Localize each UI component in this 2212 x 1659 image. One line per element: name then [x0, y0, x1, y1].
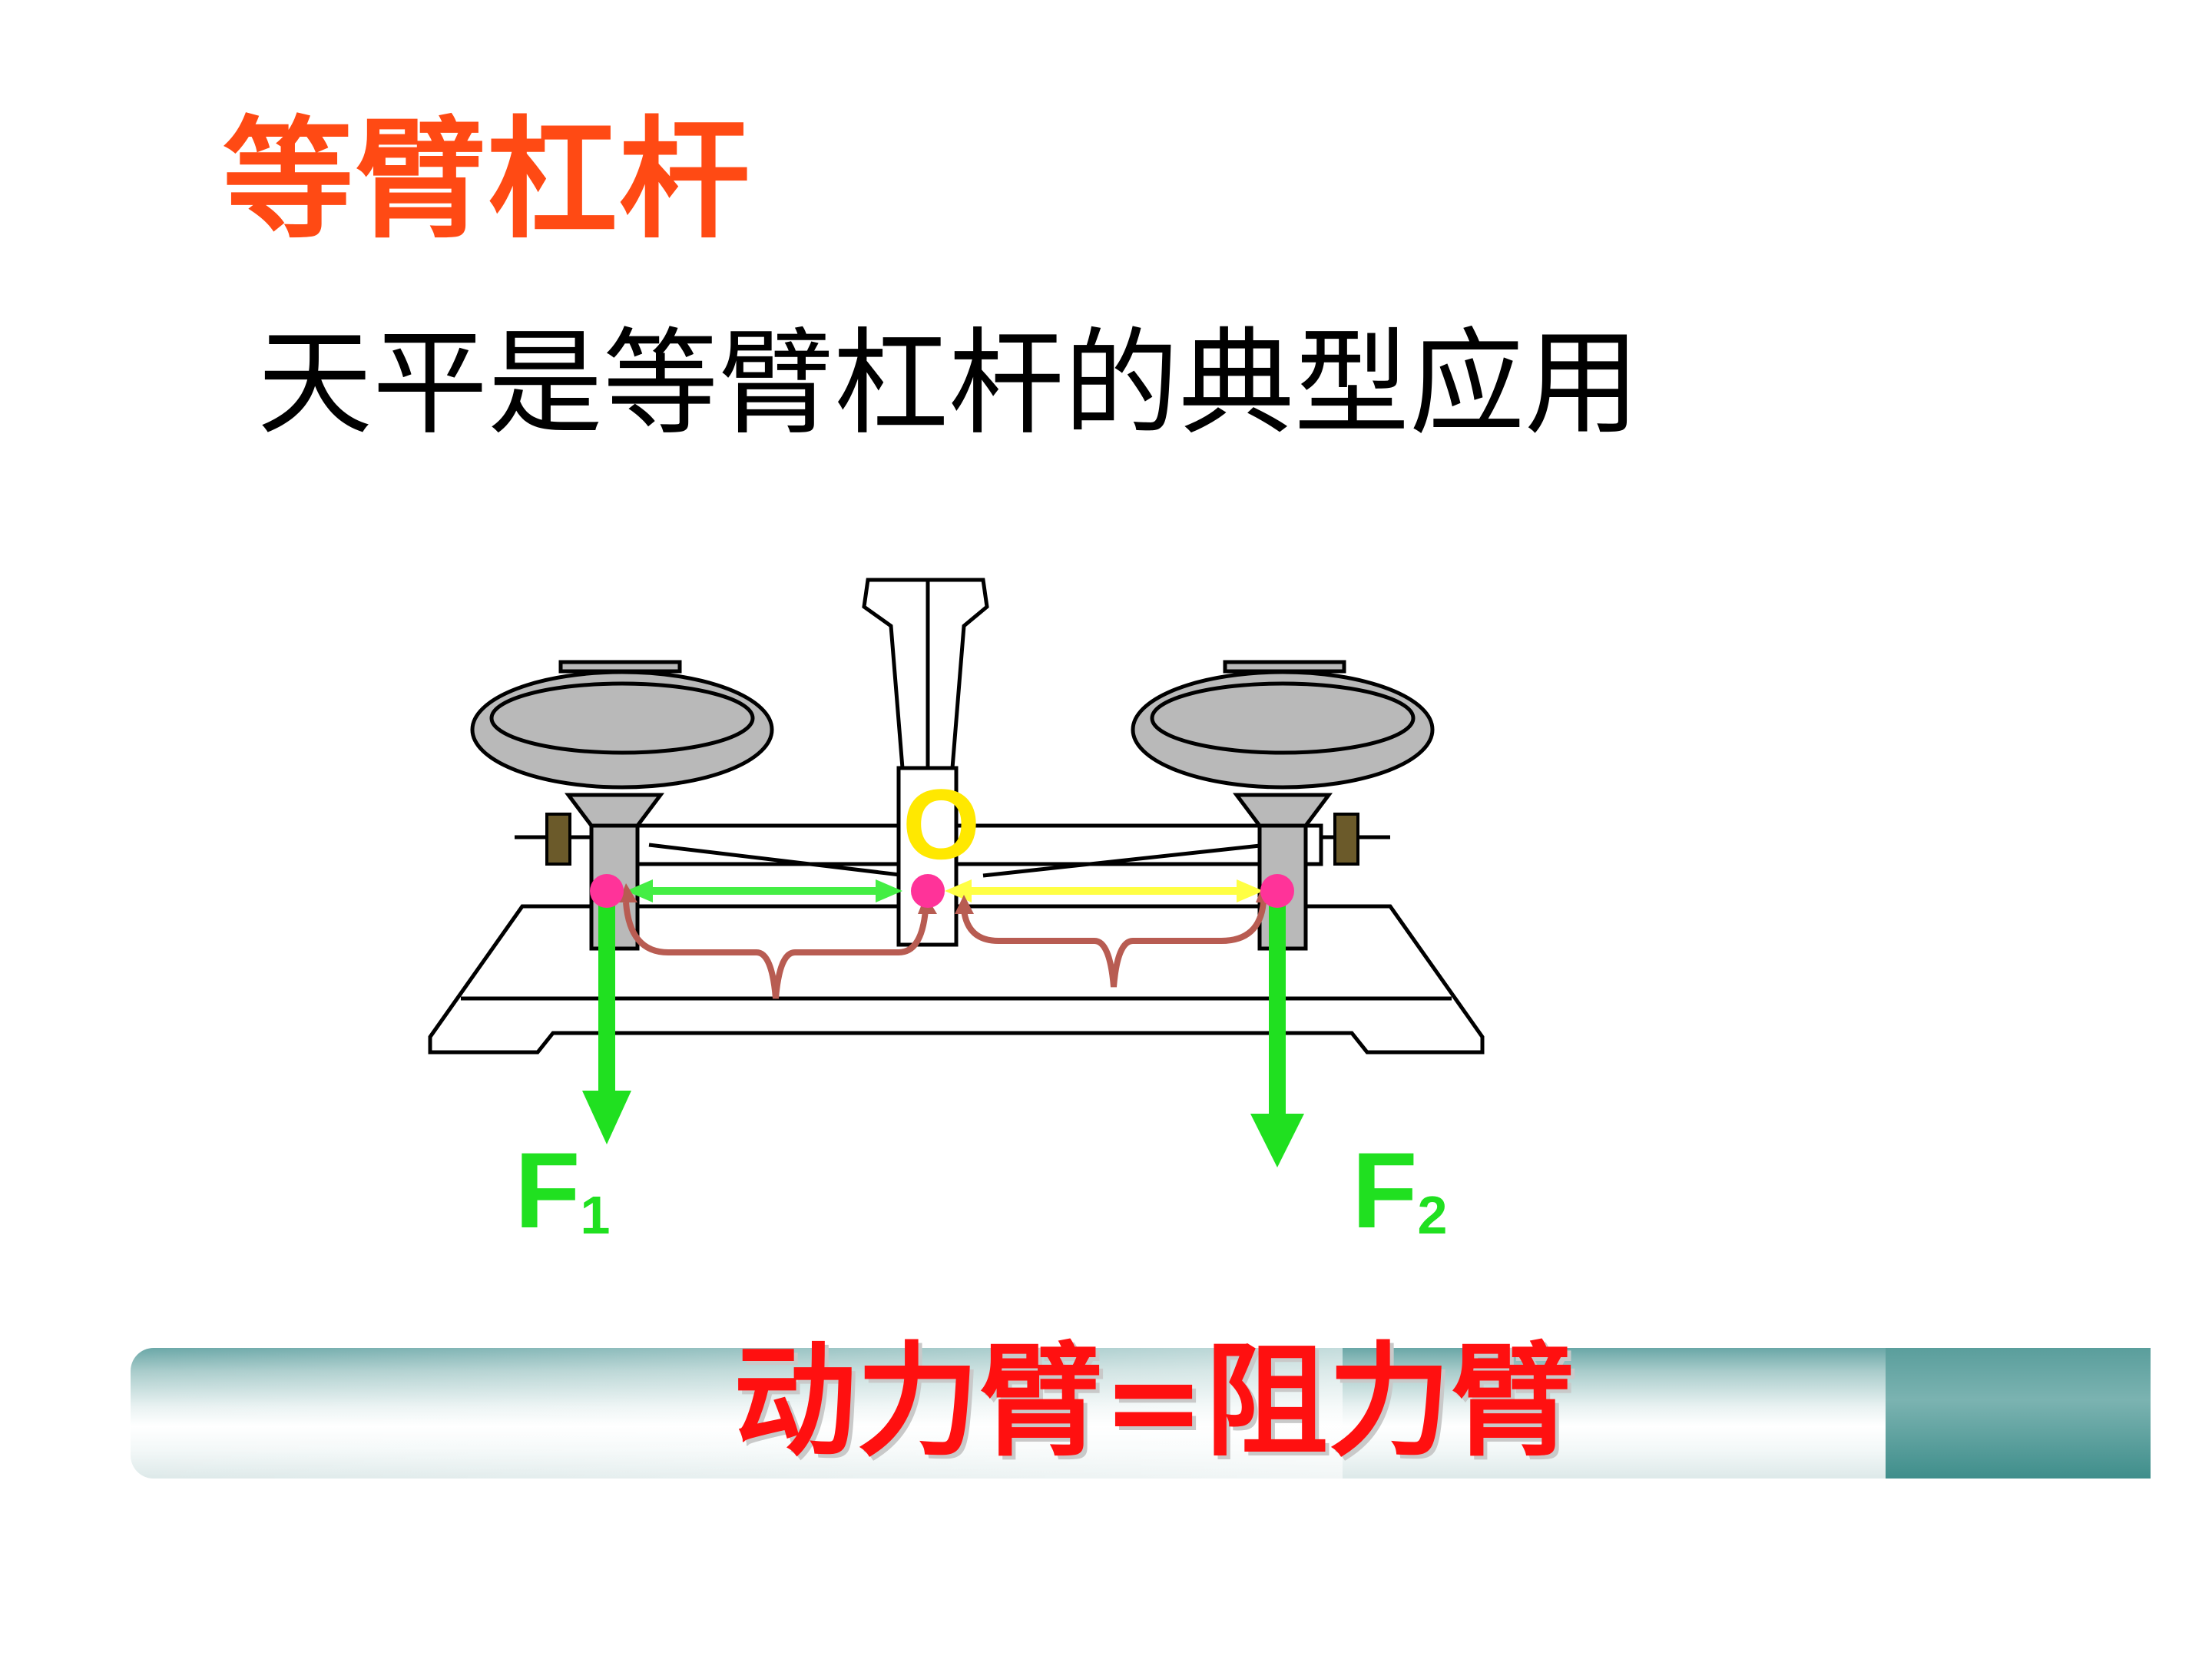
arm-arrow-right — [945, 879, 1263, 902]
point-pivot — [911, 874, 945, 908]
point-left — [590, 874, 624, 908]
pivot-label: O — [902, 768, 981, 880]
point-right — [1260, 874, 1294, 908]
conclusion-banner — [131, 1348, 2151, 1479]
slide-title: 等臂杠杆 — [223, 104, 752, 257]
force-left-sub: 1 — [580, 1185, 611, 1245]
force-left-letter: F — [515, 1130, 581, 1250]
force-right-letter: F — [1352, 1130, 1418, 1250]
conclusion-text: 动力臂=阻力臂 — [733, 1330, 1575, 1473]
force-label-left: F1 — [515, 1137, 610, 1244]
force-right-sub: 2 — [1417, 1185, 1448, 1245]
arm-arrow-left — [626, 879, 902, 902]
balance-pan-right — [1131, 660, 1435, 951]
banner-fade — [131, 1348, 1343, 1479]
force-arrow-right — [1250, 891, 1304, 1167]
force-label-right: F2 — [1352, 1137, 1447, 1244]
adjust-screw-left — [515, 813, 591, 866]
adjust-screw-right — [1321, 813, 1390, 866]
banner-right-block — [1886, 1348, 2151, 1479]
slide-subtitle: 天平是等臂杠杆的典型应用 — [257, 317, 1641, 451]
force-arrow-left — [582, 891, 631, 1144]
